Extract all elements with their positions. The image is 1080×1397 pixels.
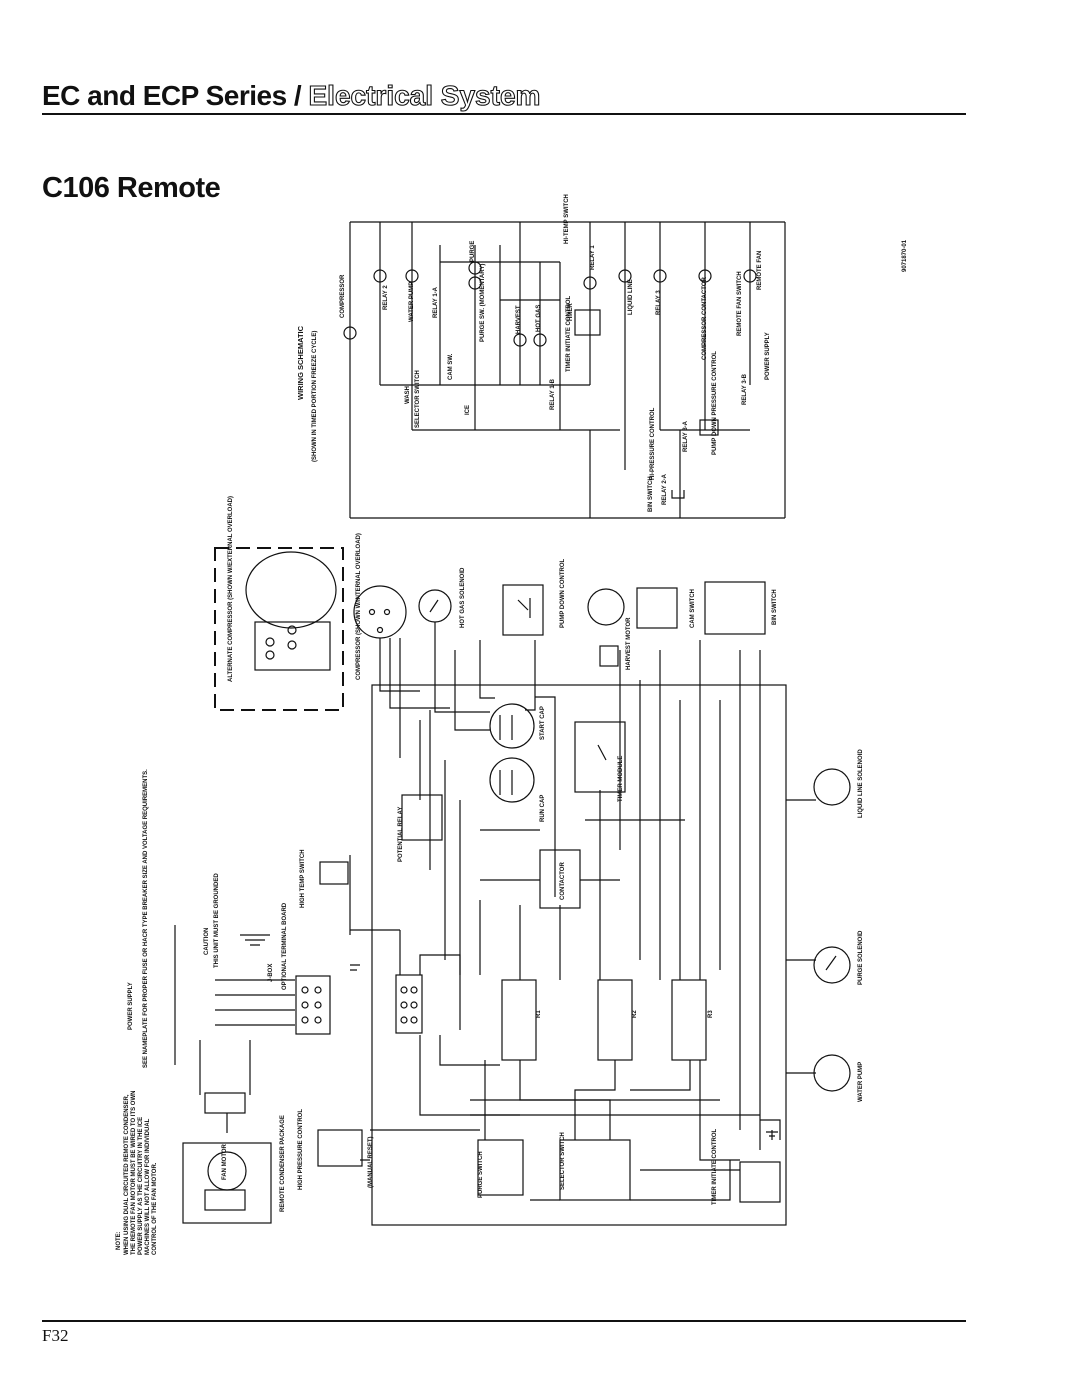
label-power-supply: POWER SUPPLY — [128, 982, 134, 1030]
label-jbox: J-BOX — [268, 963, 274, 982]
label-hi-pressure: HI-PRESSURE CONTROL — [650, 407, 656, 480]
label-wash: WASH — [405, 386, 411, 404]
label-relay1b: RELAY 1-B — [550, 378, 556, 410]
label-relay1: RELAY 1 — [590, 245, 596, 270]
label-relay2: RELAY 2 — [383, 285, 389, 310]
label-selector-switch-1: SELECTOR SWITCH — [415, 370, 421, 428]
page-header: EC and ECP Series / Electrical System — [42, 79, 972, 120]
label-harvest: HARVEST — [516, 305, 522, 334]
label-hot-gas: HOT GAS — [536, 304, 542, 332]
label-timer-module: TIMER MODULE — [618, 755, 624, 802]
label-harvest-motor: HARVEST MOTOR — [626, 617, 632, 670]
label-purge: PURGE — [470, 240, 476, 262]
label-relay-r3: R3 — [708, 1010, 714, 1018]
label-purge-switch: PURGE SWITCH — [478, 1151, 484, 1198]
alternate-compressor-box — [214, 547, 344, 711]
label-start-cap: START CAP — [540, 706, 546, 740]
note-title: NOTE: — [116, 1231, 122, 1250]
main-wiring — [174, 581, 851, 1226]
label-caution-text: THIS UNIT MUST BE GROUNDED — [214, 873, 220, 968]
label-water-pump: WATER PUMP — [858, 1061, 864, 1102]
header-section: Electrical System — [308, 79, 541, 111]
label-caution: CAUTION — [204, 927, 210, 955]
label-relay1a: RELAY 1-A — [433, 286, 439, 318]
label-power-note: SEE NAMEPLATE FOR PROPER FUSE OR HACR TY… — [143, 769, 149, 1068]
label-pump-down: PUMP DOWN PRESSURE CONTROL — [712, 351, 718, 455]
label-selector-switch: SELECTOR SWITCH — [560, 1132, 566, 1190]
label-bin-switch-schematic: BIN SWITCH — [648, 476, 654, 512]
label-water-pump: WATER PUMP — [409, 281, 415, 322]
label-remote-fan: REMOTE FAN — [757, 250, 763, 290]
label-compressor: COMPRESSOR — [340, 274, 346, 318]
wiring-schematic — [343, 221, 786, 519]
page-title: C106 Remote — [42, 172, 221, 204]
label-contactor: CONTACTOR — [560, 862, 566, 900]
label-optional-terminal-board: OPTIONAL TERMINAL BOARD — [282, 902, 288, 990]
label-potential-relay: POTENTIAL RELAY — [398, 806, 404, 862]
page-number: F32 — [42, 1326, 69, 1345]
label-hi-temp: HI-TEMP SWITCH — [564, 194, 570, 244]
schematic-subtitle: (SHOWN IN TIMED PORTION FREEZE CYCLE) — [312, 330, 318, 462]
label-relay3a: RELAY 3-A — [683, 420, 689, 452]
label-cam-switch: CAM SWITCH — [690, 589, 696, 628]
label-fan-motor: FAN MOTOR — [222, 1144, 228, 1180]
label-compressor-wiring: COMPRESSOR (SHOWN W/INTERNAL OVERLOAD) — [356, 533, 362, 680]
label-compressor-contactor: COMPRESSOR CONTACTOR — [702, 277, 708, 360]
label-high-temp-switch: HIGH TEMP SWITCH — [300, 849, 306, 908]
label-relay3: RELAY 3 — [656, 290, 662, 315]
label-cam-sw: CAM SW. — [448, 353, 454, 380]
header-rule — [42, 113, 966, 115]
label-alternate-compressor: ALTERNATE COMPRESSOR (SHOWN W/EXTERNAL O… — [228, 496, 234, 682]
schematic-title: WIRING SCHEMATIC — [296, 325, 305, 400]
label-run-cap: RUN CAP — [540, 794, 546, 822]
drawing-number: 9071870-01 — [902, 239, 908, 272]
header-series: EC and ECP Series / — [42, 80, 302, 111]
header-title: EC and ECP Series / Electrical System — [42, 79, 541, 112]
label-relay-r2: R2 — [632, 1010, 638, 1018]
footer-rule — [42, 1320, 966, 1322]
label-liquid-line-solenoid: LIQUID LINE SOLENOID — [858, 749, 864, 818]
label-relay2a: RELAY 2-A — [662, 473, 668, 505]
label-relay3b: RELAY 3-B — [742, 373, 748, 405]
label-purge-solenoid: PURGE SOLENOID — [858, 930, 864, 985]
label-timer-initiate-control: TIMER INITIATE CONTROL — [712, 1128, 718, 1205]
label-ice: ICE — [465, 404, 471, 415]
note-text: WHEN USING DUAL CIRCUITED REMOTE CONDENS… — [124, 1090, 158, 1255]
label-relay-r1: R1 — [536, 1010, 542, 1018]
label-hot-gas-solenoid: HOT GAS SOLENOID — [460, 567, 466, 628]
label-timer: TIMER — [568, 303, 574, 322]
label-remote-condenser: REMOTE CONDENSER PACKAGE — [280, 1115, 286, 1212]
label-bin-switch: BIN SWITCH — [772, 589, 778, 625]
label-high-pressure-control: HIGH PRESSURE CONTROL — [298, 1108, 304, 1190]
label-power-supply-schematic: POWER SUPPLY — [765, 332, 771, 380]
label-manual-reset: (MANUAL RESET) — [368, 1136, 374, 1188]
label-remote-fan-switch: REMOTE FAN SWITCH — [737, 271, 743, 336]
label-liquid-line: LIQUID LINE — [628, 279, 634, 315]
label-pump-down-control: PUMP DOWN CONTROL — [560, 558, 566, 628]
label-purge-sw: PURGE SW. (MOMENTARY) — [480, 263, 486, 342]
